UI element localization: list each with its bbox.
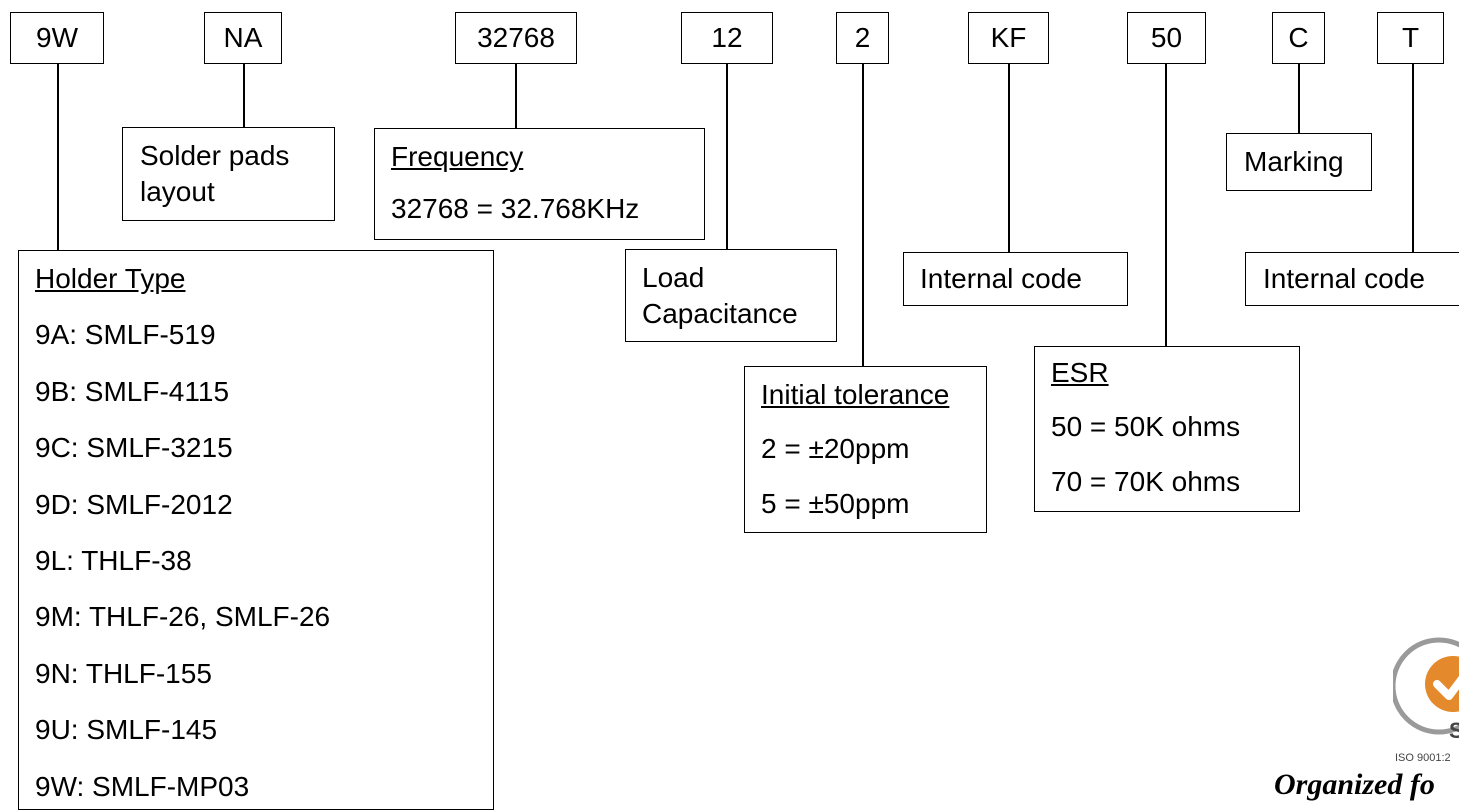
connector-marking — [1298, 64, 1300, 133]
code-box-load: 12 — [681, 12, 773, 64]
code-box-internal-t: T — [1377, 12, 1444, 64]
frequency-box: Frequency 32768 = 32.768KHz — [374, 128, 705, 240]
holder-type-box: Holder Type 9A: SMLF-519 9B: SMLF-4115 9… — [18, 250, 494, 810]
solder-pads-line2: layout — [140, 176, 215, 207]
internal-code-t-box: Internal code — [1245, 252, 1459, 306]
cert-text: ISO 9001:2 — [1395, 752, 1451, 764]
code-box-frequency: 32768 — [455, 12, 577, 64]
esr-title: ESR — [1051, 357, 1109, 388]
load-capacitance-box: Load Capacitance — [625, 249, 837, 342]
internal-code-kf-label: Internal code — [920, 263, 1082, 294]
connector-tolerance — [862, 64, 864, 366]
holder-item: 9C: SMLF-3215 — [35, 432, 233, 464]
code-box-tolerance: 2 — [836, 12, 889, 64]
esr-item: 70 = 70K ohms — [1051, 465, 1241, 497]
initial-tolerance-box: Initial tolerance 2 = ±20ppm 5 = ±50ppm — [744, 366, 987, 533]
esr-box: ESR 50 = 50K ohms 70 = 70K ohms — [1034, 346, 1300, 512]
marking-box: Marking — [1226, 133, 1372, 191]
footer-slogan: Organized fo — [1274, 768, 1435, 801]
connector-internal-t — [1412, 64, 1414, 252]
marking-label: Marking — [1244, 146, 1344, 177]
connector-internal-kf — [1008, 64, 1010, 252]
holder-item: 9N: THLF-155 — [35, 657, 212, 689]
tolerance-item: 5 = ±50ppm — [761, 487, 910, 519]
holder-item: 9U: SMLF-145 — [35, 714, 218, 746]
frequency-title: Frequency — [391, 141, 524, 172]
load-line2: Capacitance — [642, 298, 798, 329]
code-box-holder: 9W — [10, 12, 104, 64]
internal-code-kf-box: Internal code — [903, 252, 1128, 306]
tolerance-title: Initial tolerance — [761, 379, 950, 410]
internal-code-t-label: Internal code — [1263, 263, 1425, 294]
cert-letter: S — [1449, 718, 1459, 743]
connector-esr — [1165, 64, 1167, 346]
connector-solder — [243, 64, 245, 127]
holder-type-title: Holder Type — [35, 263, 186, 294]
holder-item: 9B: SMLF-4115 — [35, 375, 230, 407]
tolerance-item: 2 = ±20ppm — [761, 433, 910, 465]
code-box-internal-kf: KF — [968, 12, 1049, 64]
connector-holder — [57, 64, 59, 250]
connector-load — [726, 64, 728, 249]
holder-item: 9A: SMLF-519 — [35, 319, 216, 351]
code-box-solder: NA — [204, 12, 282, 64]
solder-pads-line1: Solder pads — [140, 140, 290, 171]
certification-seal-icon: S ISO 9001:2 — [1390, 637, 1459, 764]
solder-pads-box: Solder pads layout — [122, 127, 335, 221]
code-box-marking: C — [1272, 12, 1325, 64]
holder-item: 9D: SMLF-2012 — [35, 488, 233, 520]
holder-item: 9M: THLF-26, SMLF-26 — [35, 601, 331, 633]
iso-certification-badge: S ISO 9001:2 — [1390, 618, 1459, 768]
holder-item: 9W: SMLF-MP03 — [35, 770, 250, 802]
holder-item: 9L: THLF-38 — [35, 544, 192, 576]
code-box-esr: 50 — [1127, 12, 1206, 64]
frequency-value: 32768 = 32.768KHz — [391, 193, 640, 225]
esr-item: 50 = 50K ohms — [1051, 411, 1241, 443]
connector-frequency — [515, 64, 517, 128]
load-line1: Load — [642, 262, 705, 293]
